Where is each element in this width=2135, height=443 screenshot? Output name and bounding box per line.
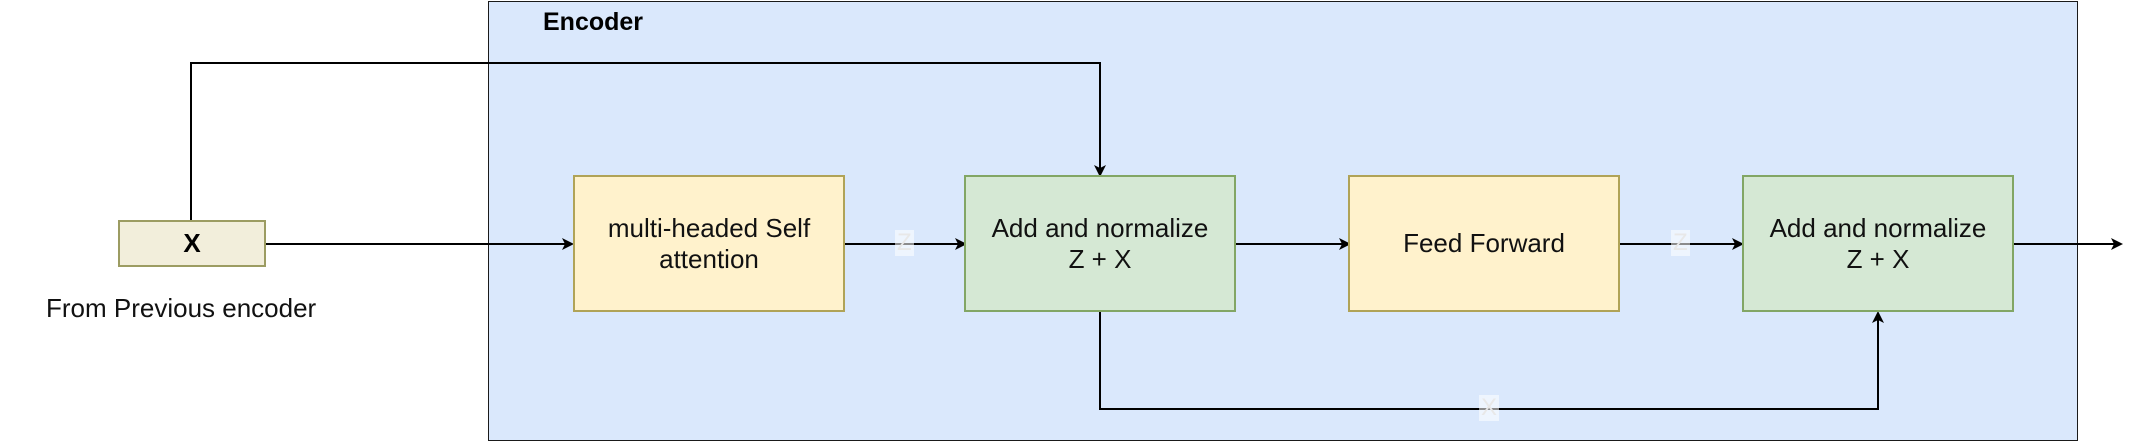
input-caption: From Previous encoder bbox=[46, 293, 317, 323]
attention-block: multi-headed Self attention bbox=[573, 175, 845, 312]
edge-label-z-1: Z bbox=[895, 229, 914, 256]
edge-label-x-skip: X bbox=[1479, 394, 1500, 421]
feed-forward-block: Feed Forward bbox=[1348, 175, 1620, 312]
add-normalize-block-1: Add and normalize Z + X bbox=[964, 175, 1236, 312]
edge-label-z-2: Z bbox=[1671, 229, 1690, 256]
input-x-box: X bbox=[118, 220, 266, 267]
add-normalize-block-2: Add and normalize Z + X bbox=[1742, 175, 2014, 312]
encoder-title: Encoder bbox=[543, 8, 644, 36]
edge-input-skip-to-add-norm-1 bbox=[190, 62, 1106, 220]
